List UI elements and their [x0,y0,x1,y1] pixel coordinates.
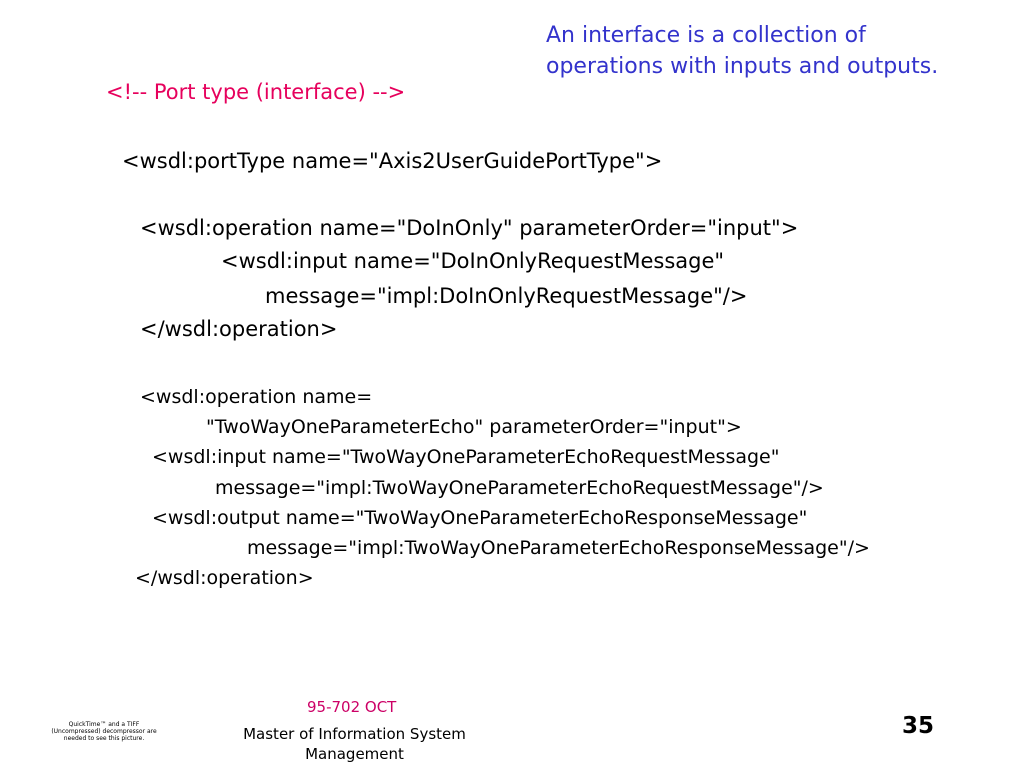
annotation-note: An interface is a collection of operatio… [546,20,938,82]
operation-echo-open-tag-line-2: "TwoWayOneParameterEcho" parameterOrder=… [206,416,742,438]
page-number: 35 [902,713,935,739]
operation-doinonly-close-tag: </wsdl:operation> [140,317,338,341]
operation-doinonly-input-line-1: <wsdl:input name="DoInOnlyRequestMessage… [221,249,725,273]
operation-echo-output-line-2: message="impl:TwoWayOneParameterEchoResp… [247,537,870,559]
operation-echo-input-line-1: <wsdl:input name="TwoWayOneParameterEcho… [152,446,780,468]
annotation-note-line-1: An interface is a collection of [546,23,866,48]
operation-echo-input-line-2: message="impl:TwoWayOneParameterEchoRequ… [215,477,824,499]
operation-echo-open-tag-line-1: <wsdl:operation name= [140,386,373,408]
operation-doinonly-open-tag: <wsdl:operation name="DoInOnly" paramete… [140,216,799,240]
operation-echo-output-line-1: <wsdl:output name="TwoWayOneParameterEch… [152,507,808,529]
annotation-note-line-2: operations with inputs and outputs. [546,54,939,79]
port-type-open-tag: <wsdl:portType name="Axis2UserGuidePortT… [122,149,663,173]
footer-department: Master of Information System Management [243,725,466,763]
operation-doinonly-input-line-2: message="impl:DoInOnlyRequestMessage"/> [265,284,748,308]
code-comment: <!-- Port type (interface) --> [106,80,406,104]
quicktime-placeholder-notice: QuickTime™ and a TIFF (Uncompressed) dec… [51,721,157,742]
footer-course-code: 95-702 OCT [307,698,397,716]
operation-echo-close-tag: </wsdl:operation> [135,567,314,589]
